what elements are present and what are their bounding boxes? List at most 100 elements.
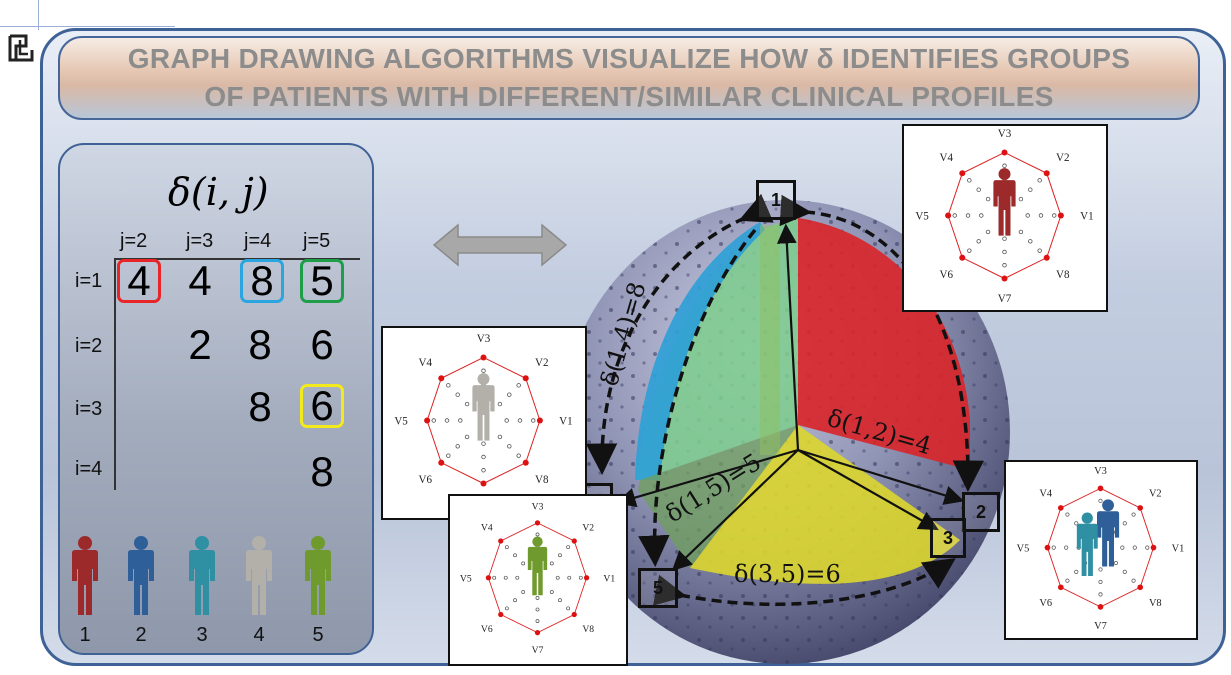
radar-grid-dot <box>431 418 436 423</box>
radar-grid-dot <box>1098 579 1103 584</box>
patient-number: 2 <box>135 624 147 646</box>
radar-grid-dot <box>555 575 560 580</box>
radar-grid-dot <box>1074 521 1079 526</box>
title-line-1: GRAPH DRAWING ALGORITHMS VISUALIZE HOW δ… <box>127 43 1131 74</box>
radar-grid-dot <box>979 213 984 218</box>
person-icon <box>527 536 548 596</box>
radar-grid-dot <box>1025 213 1030 218</box>
radar-point <box>522 375 529 382</box>
radar-point <box>534 629 541 636</box>
radar-grid-dot <box>1038 213 1044 218</box>
radar-point <box>522 459 529 466</box>
arc-1-5 <box>638 228 757 567</box>
radar-grid-dot <box>535 532 540 537</box>
matrix-cell-3-4: 8 <box>248 383 272 430</box>
matrix-cell-4-5: 8 <box>310 448 334 495</box>
row-header: i=4 <box>75 458 103 480</box>
radar-axis-label: V6 <box>1039 598 1052 609</box>
radar-grid-dot <box>1122 569 1127 574</box>
radar-axis-label: V4 <box>1039 489 1052 500</box>
radar-point <box>438 375 445 382</box>
title-banner: GRAPH DRAWING ALGORITHMS VISUALIZE HOW δ… <box>58 36 1200 120</box>
radar-grid-dot <box>446 453 451 458</box>
patient-number: 3 <box>196 624 208 646</box>
radar-grid-dot <box>1002 163 1007 168</box>
matrix-cell-2-4: 8 <box>248 321 272 368</box>
radar-grid-dot <box>455 444 460 449</box>
radar-grid-dot <box>481 368 486 373</box>
matrix-cell-1-3: 4 <box>188 257 212 304</box>
radar-grid-dot <box>985 229 991 235</box>
radar-axis-label: V5 <box>394 416 408 428</box>
arc-1-4 <box>585 193 774 475</box>
matrix-cell-1-5: 5 <box>300 259 344 303</box>
radar-grid-dot <box>504 545 509 550</box>
radar-axis-label: V7 <box>1094 621 1107 632</box>
radar-grid-dot <box>1131 512 1136 517</box>
edge-label-3-5: δ(3,5)=6 <box>734 560 841 588</box>
radar-axis-label: V3 <box>1094 466 1107 477</box>
patient-5-icon <box>305 536 331 615</box>
person-icon <box>472 373 495 441</box>
radar-grid-dot <box>1064 545 1069 550</box>
radar-grid-dot <box>1113 560 1119 566</box>
radar-outline <box>1046 487 1155 608</box>
radar-grid-dot <box>1122 521 1127 526</box>
person-icon <box>1076 512 1098 576</box>
radar-grid-dot <box>458 418 463 423</box>
radar-grid-dot <box>1098 498 1103 503</box>
radar-grid-dot <box>549 590 554 594</box>
matrix-row-rule <box>114 258 116 490</box>
radar-axis-label: V4 <box>481 523 493 534</box>
radar-grid-dot <box>1037 178 1042 183</box>
radar-axis-label: V2 <box>1056 152 1070 164</box>
radar-grid-dot <box>516 453 521 458</box>
patient-number: 4 <box>253 624 265 646</box>
logo-icon <box>8 34 34 62</box>
radar-grid-dot <box>507 392 512 397</box>
radar-point <box>959 254 966 261</box>
radar-grid-dot <box>952 213 957 218</box>
column-header: j=4 <box>244 230 272 252</box>
patient-3-icon <box>189 536 215 615</box>
radar-grid-dot <box>1002 236 1007 241</box>
edge-to-5 <box>671 449 799 572</box>
radar-point <box>534 520 541 526</box>
radar-grid-dot <box>1028 187 1033 192</box>
matrix-cell-3-5: 6 <box>300 384 344 428</box>
radar-point <box>1001 149 1008 156</box>
vertical-slab <box>760 225 780 455</box>
radar-grid-dot <box>513 598 517 603</box>
radar-grid-dot <box>1120 545 1125 550</box>
radar-grid-dot <box>535 607 540 612</box>
matrix-cell-1-4: 8 <box>240 259 284 303</box>
radar-point <box>571 538 577 544</box>
patient-number: 5 <box>312 624 324 646</box>
radar-grid-dot <box>1037 248 1042 253</box>
radar-grid-dot <box>967 178 972 183</box>
radar-grid-dot <box>967 248 972 253</box>
radar-grid-dot <box>965 213 971 218</box>
radar-point <box>583 575 590 581</box>
title-line-2: OF PATIENTS WITH DIFFERENT/SIMILAR CLINI… <box>204 81 1054 112</box>
radar-grid-dot <box>976 239 981 244</box>
radar-axis-label: V5 <box>1017 543 1030 554</box>
radar-point <box>1057 584 1064 591</box>
patient-4-icon <box>246 536 272 615</box>
sphere-graph <box>560 193 1010 664</box>
radar-point <box>498 538 504 544</box>
radar-axis-label: V5 <box>915 211 929 223</box>
corner-rule-vertical <box>38 0 39 30</box>
radar-axis-label: V1 <box>559 416 573 428</box>
radar-point <box>498 611 504 618</box>
radar-axis-label: V8 <box>1149 598 1162 609</box>
radar-grid-dot <box>492 575 497 580</box>
radar-point <box>1097 485 1104 492</box>
radar-point <box>945 212 952 219</box>
column-header: j=2 <box>120 230 148 252</box>
radar-grid-dot <box>503 575 508 580</box>
radar-grid-dot <box>507 444 512 449</box>
radar-grid-dot <box>558 598 562 603</box>
